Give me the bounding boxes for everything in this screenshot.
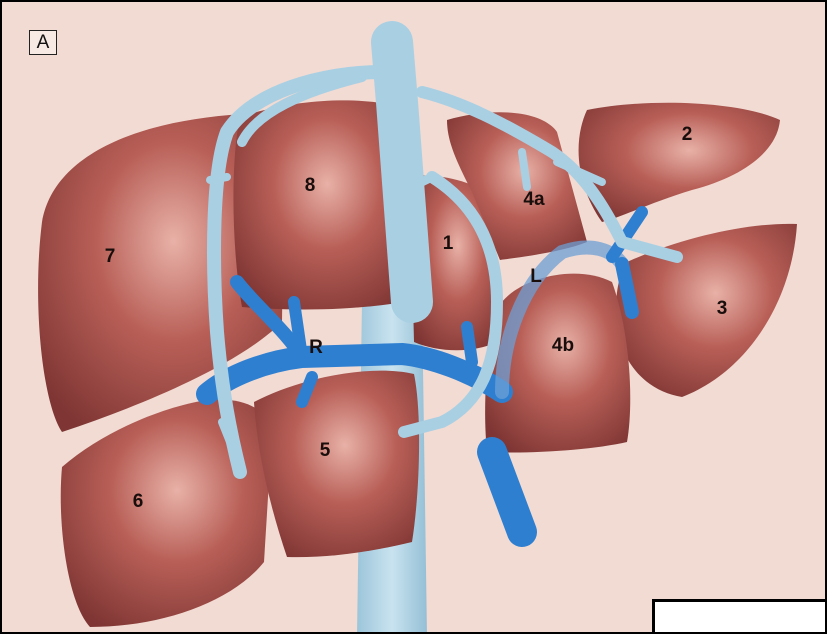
segment-5 <box>254 371 419 558</box>
label-segment-2: 2 <box>682 124 693 145</box>
segment-2 <box>579 103 780 222</box>
label-segment-8: 8 <box>305 175 316 196</box>
label-segment-7: 7 <box>105 246 116 267</box>
label-segment-1: 1 <box>443 233 454 254</box>
label-segment-4b: 4b <box>552 335 574 356</box>
panel-label: A <box>29 30 57 55</box>
segment-6 <box>61 399 272 627</box>
label-segment-4a: 4a <box>523 189 545 210</box>
label-segment-5: 5 <box>320 440 331 461</box>
label-segment-6: 6 <box>133 491 144 512</box>
label-segment-3: 3 <box>717 298 728 319</box>
label-right-vessel: R <box>309 337 323 358</box>
label-left-vessel: L <box>530 266 542 287</box>
corner-box <box>652 599 827 634</box>
